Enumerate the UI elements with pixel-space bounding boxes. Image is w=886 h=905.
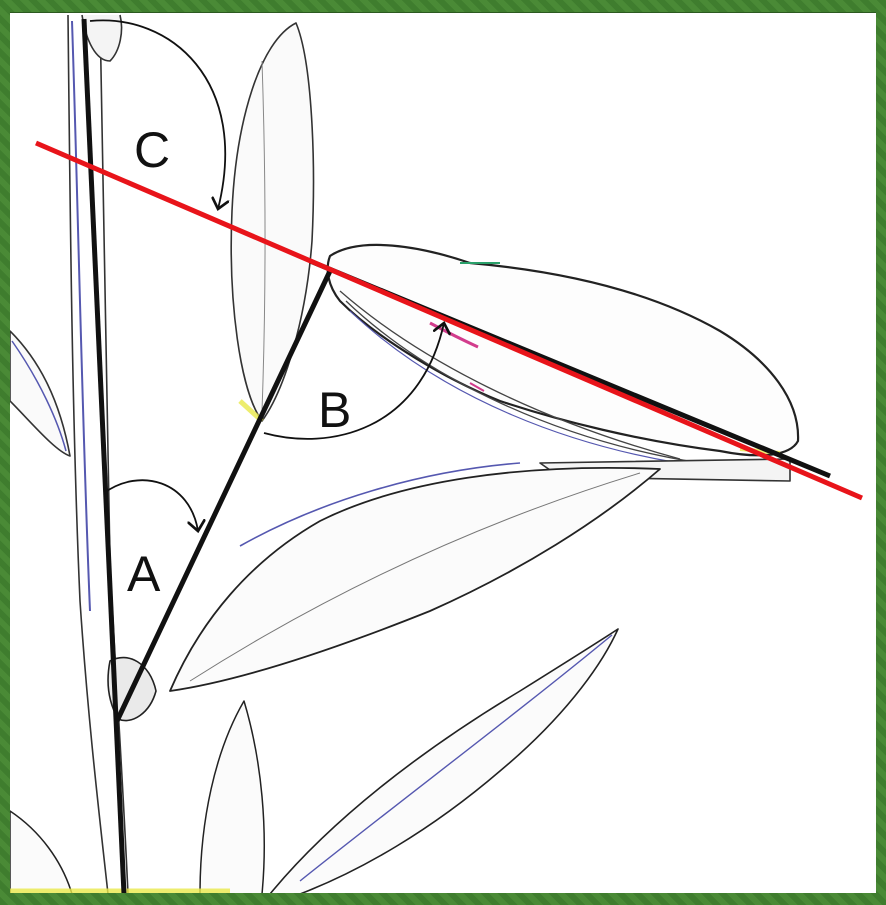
flower-bud [328, 245, 798, 455]
stem-axis-line [84, 19, 124, 893]
angle-label-c: C [134, 122, 170, 178]
plant-angle-diagram: C B A [10, 13, 876, 893]
plant-sketch [10, 15, 798, 893]
arrow-a [104, 480, 198, 531]
red-reference-line [36, 143, 862, 498]
angle-label-b: B [318, 382, 351, 438]
angle-label-a: A [127, 546, 161, 602]
lower-left-leaf [10, 811, 72, 893]
left-leaf [10, 331, 70, 456]
lower-leaf-small [200, 701, 264, 893]
upper-leaf [231, 23, 313, 421]
drawing-panel: C B A [10, 12, 876, 893]
lower-leaf-long [270, 629, 618, 893]
